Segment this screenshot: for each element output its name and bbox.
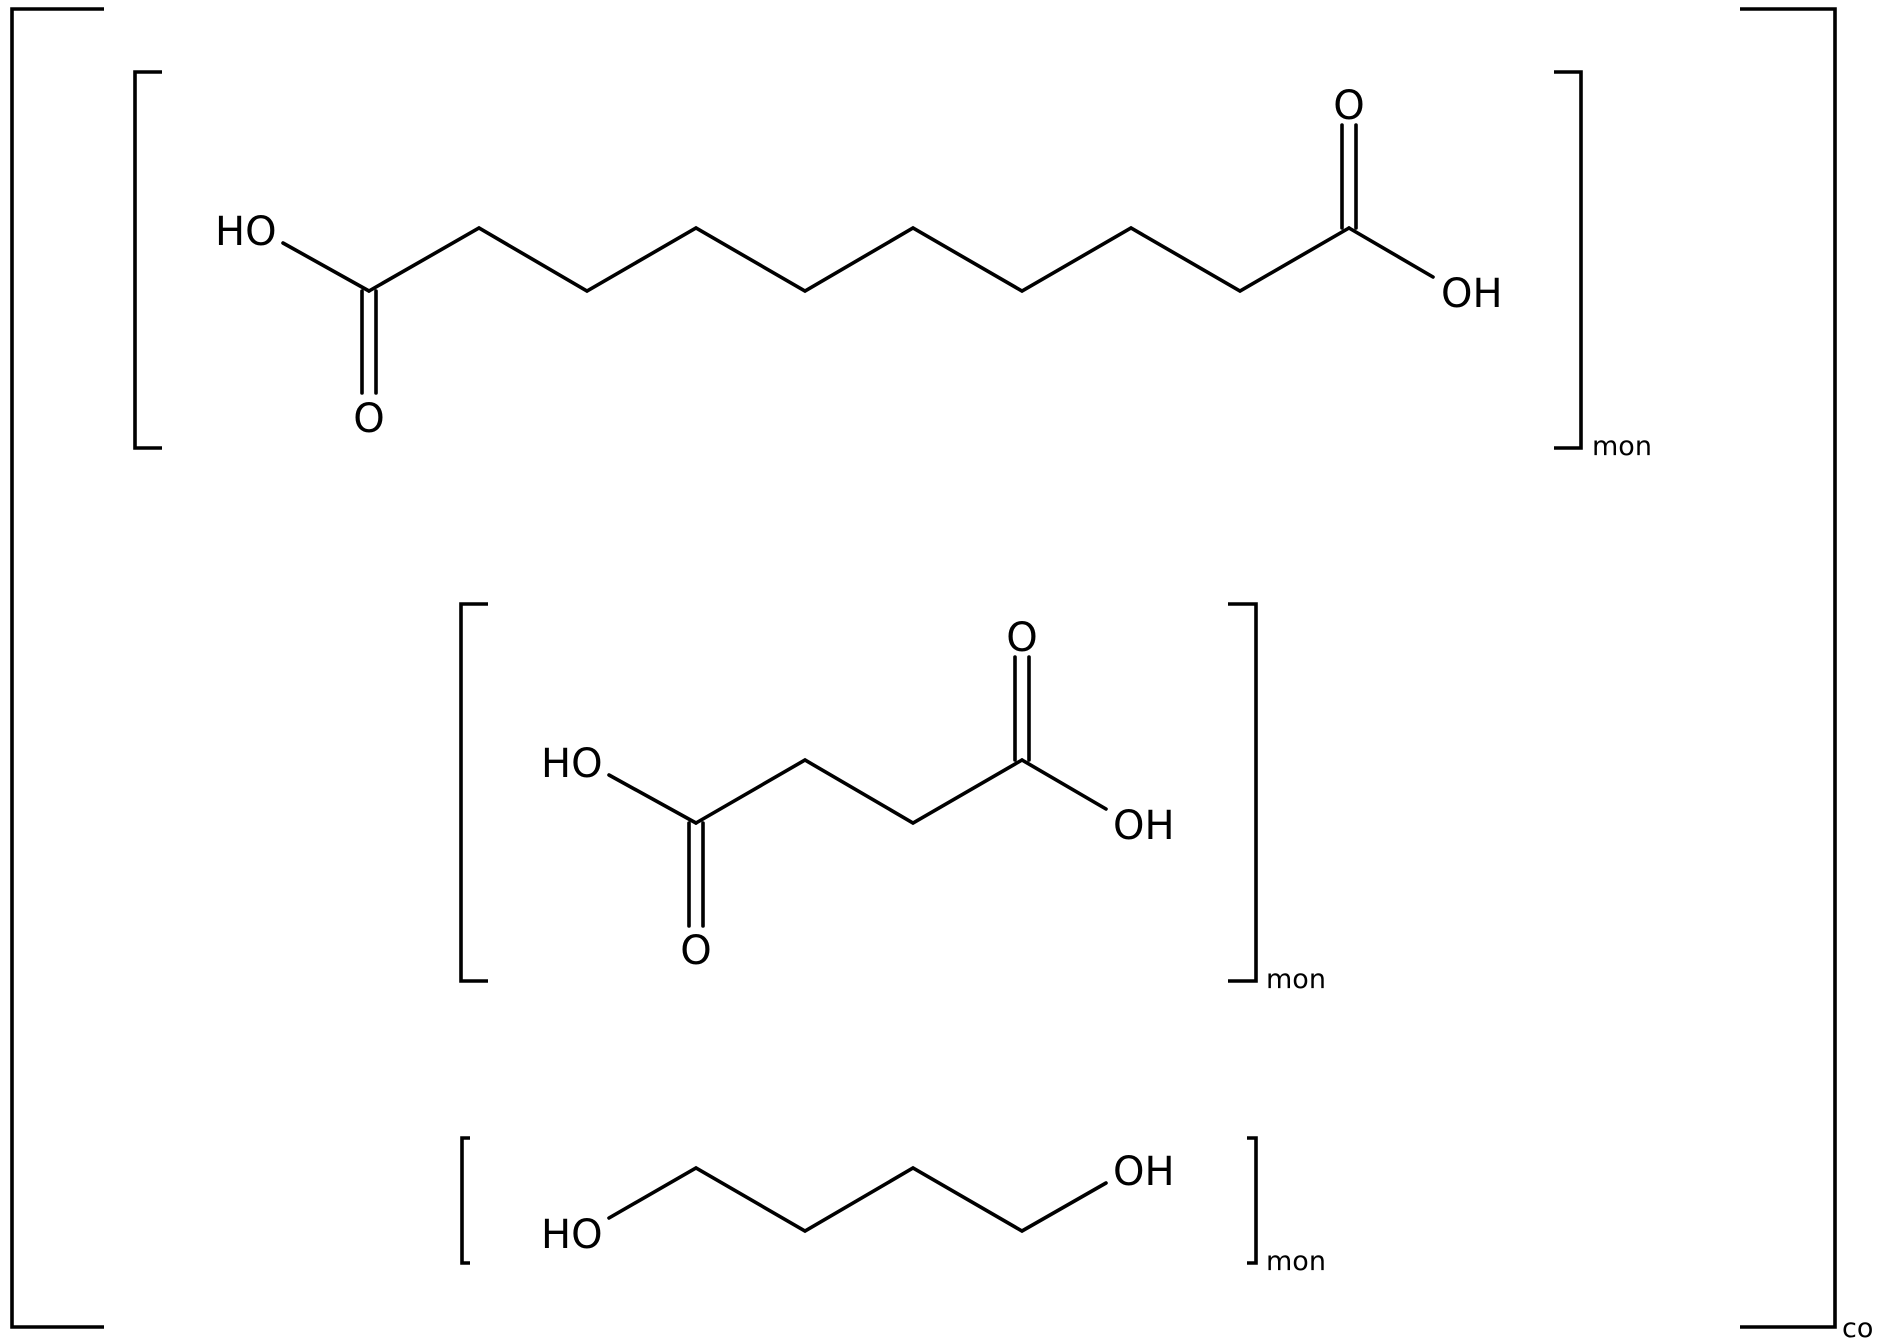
- monomer-2-right-bracket: [1228, 602, 1258, 983]
- monomer-butane-1-4-diol: mon HO OH: [460, 1136, 1326, 1277]
- copolymer-left-bracket: [10, 7, 104, 1329]
- monomer-2-right-hydroxyl: OH: [1113, 803, 1175, 849]
- monomer-3-left-bracket: [460, 1136, 470, 1265]
- copolymer-bracket: co: [10, 7, 1873, 1341]
- monomer-1-right-bracket: [1554, 70, 1583, 450]
- monomer-1-right-oh-bond: [1347, 226, 1435, 279]
- monomer-3-carbon-chain: [607, 1165, 1108, 1234]
- monomer-1-left-oxygen: O: [353, 396, 384, 442]
- monomer-2-left-carbonyl: [687, 821, 705, 928]
- monomer-2-right-oh-bond: [1020, 758, 1108, 811]
- monomer-1-left-carbonyl: [360, 289, 378, 395]
- copolymer-right-bracket: [1740, 7, 1837, 1329]
- monomer-1-right-carbonyl: [1340, 123, 1358, 230]
- monomer-3-right-hydroxyl: OH: [1113, 1149, 1175, 1195]
- monomer-2-right-oxygen: O: [1006, 615, 1037, 661]
- monomer-2-left-hydroxyl: HO: [541, 741, 603, 787]
- monomer-1-left-oh-bond: [281, 241, 371, 293]
- monomer-1-right-oxygen: O: [1333, 83, 1364, 129]
- monomer-2-right-carbonyl: [1013, 655, 1031, 762]
- monomer-butanedioic-acid: mon HO O O OH: [459, 602, 1326, 995]
- monomer-1-carbon-chain: [367, 225, 1351, 294]
- monomer-3-right-bracket: [1247, 1136, 1258, 1265]
- monomer-2-left-oxygen: O: [680, 928, 711, 974]
- monomer-2-left-bracket: [459, 602, 488, 983]
- monomer-decanedioic-acid: mon HO O O OH: [133, 70, 1652, 462]
- monomer-2-label: mon: [1266, 964, 1326, 995]
- monomer-1-left-hydroxyl: HO: [215, 209, 277, 255]
- monomer-1-left-bracket: [133, 70, 162, 450]
- copolymer-label: co: [1842, 1313, 1873, 1341]
- monomer-2-carbon-chain: [694, 757, 1024, 826]
- monomer-3-left-hydroxyl: HO: [541, 1212, 603, 1258]
- monomer-1-right-hydroxyl: OH: [1441, 271, 1503, 317]
- monomer-2-left-oh-bond: [607, 773, 698, 825]
- monomer-1-label: mon: [1592, 431, 1652, 462]
- monomer-3-label: mon: [1266, 1246, 1326, 1277]
